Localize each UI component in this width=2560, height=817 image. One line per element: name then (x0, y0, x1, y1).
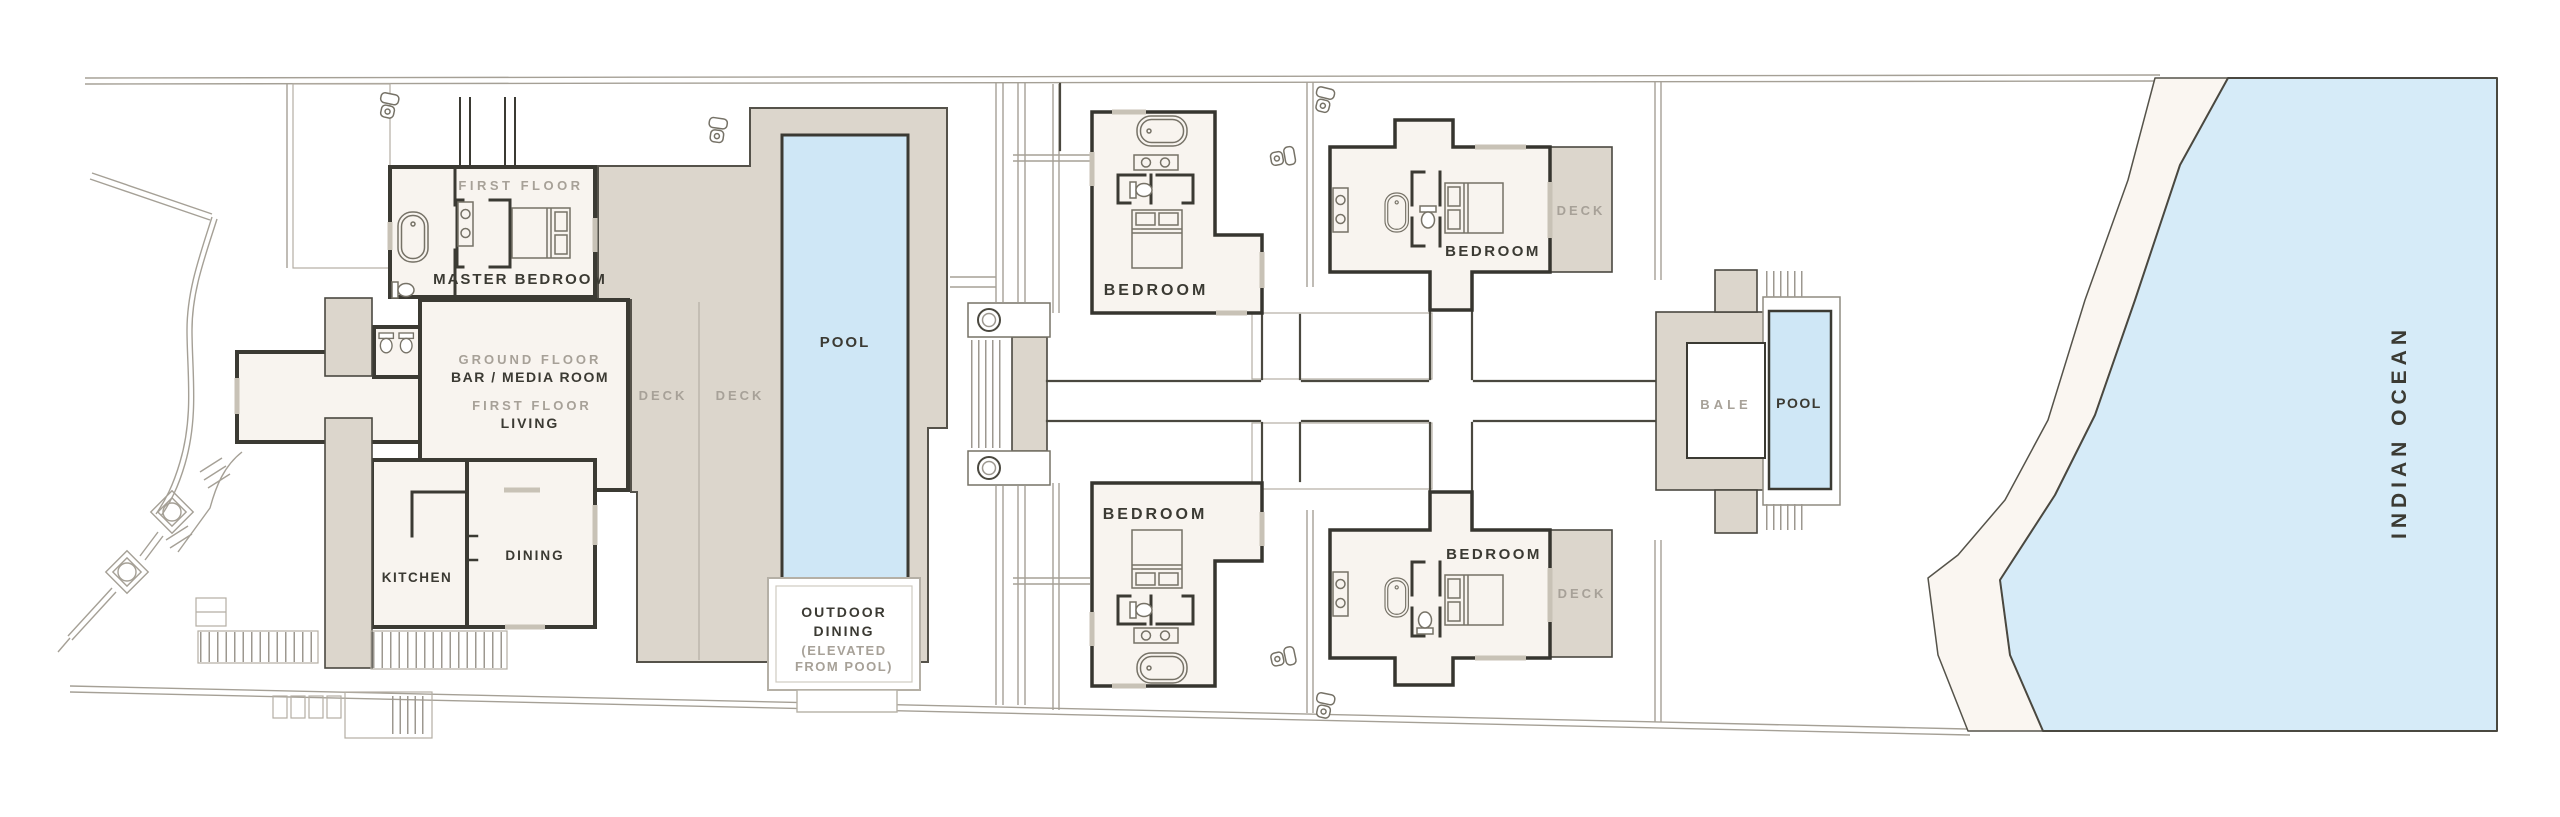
pavilion-deck (1549, 146, 1613, 273)
pool-bridge (967, 302, 1051, 486)
bathroom-walls (1410, 560, 1442, 638)
kitchen-room (370, 458, 469, 629)
bale-platform (1686, 342, 1766, 459)
living-label: LIVING (501, 415, 560, 431)
main-pool (780, 133, 910, 582)
outdoor-dining-label: OUTDOOR (801, 604, 887, 620)
ocean-label: INDIAN OCEAN (2388, 325, 2411, 539)
pavilion-bottom-right: BEDROOM DECK (1328, 490, 1613, 687)
outdoor-dining-label2: DINING (814, 623, 875, 639)
deck-east-label: DECK (716, 388, 765, 403)
pavilion-top-right: BEDROOM DECK (1328, 118, 1613, 312)
outdoor-dining-note: (ELEVATED (801, 643, 886, 658)
main-house (234, 97, 630, 669)
kitchen-label: KITCHEN (382, 570, 453, 585)
dining-room (465, 458, 597, 629)
outdoor-dining-note2: FROM POOL) (795, 659, 893, 674)
door-thresholds (234, 218, 598, 630)
pavilion-deck (1549, 529, 1613, 658)
bale-pool-water (1767, 309, 1833, 491)
bedroom-label: BEDROOM (1104, 282, 1209, 299)
bedroom-label: BEDROOM (1103, 506, 1208, 523)
ocean: INDIAN OCEAN (1999, 77, 2498, 732)
deck-west-label: DECK (639, 388, 688, 403)
first-floor-lower-label: FIRST FLOOR (472, 398, 592, 413)
bar-media-room-label: BAR / MEDIA ROOM (451, 369, 609, 385)
bathroom-walls (1410, 170, 1442, 248)
pavilion-top-left: BEDROOM (1089, 109, 1265, 316)
column-icon (977, 308, 1001, 332)
ocean-water (1999, 77, 2498, 732)
ground-floor-label: GROUND FLOOR (459, 352, 602, 367)
main-pool-water (780, 133, 910, 582)
dining-label: DINING (505, 548, 564, 563)
labels: FIRST FLOOR MASTER BEDROOM GROUND FLOOR … (382, 178, 871, 585)
corridors (1045, 310, 1658, 530)
master-partitions (453, 97, 516, 299)
site-boundary (57, 74, 2161, 736)
column-icon (977, 456, 1001, 480)
pavilion-bottom-left: BEDROOM (1089, 481, 1265, 689)
pool-label: POOL (820, 334, 871, 351)
kitchen-counters (410, 490, 479, 562)
deck-label: DECK (1558, 586, 1607, 601)
path-steps (165, 451, 243, 553)
bale-label: BALE (1700, 397, 1751, 412)
planter-diamonds (104, 489, 195, 595)
bale-pool-label: POOL (1776, 395, 1822, 411)
first-floor-upper-label: FIRST FLOOR (458, 178, 583, 193)
outdoor-dining: OUTDOOR DINING (ELEVATED FROM POOL) (767, 577, 921, 713)
house-stairs (104, 451, 508, 739)
bedroom-label: BEDROOM (1445, 243, 1541, 260)
deck-label: DECK (1557, 203, 1606, 218)
bedroom-label: BEDROOM (1446, 546, 1542, 563)
bale-pool-area: BALE POOL (1655, 269, 1841, 534)
master-bedroom-label: MASTER BEDROOM (433, 271, 607, 288)
